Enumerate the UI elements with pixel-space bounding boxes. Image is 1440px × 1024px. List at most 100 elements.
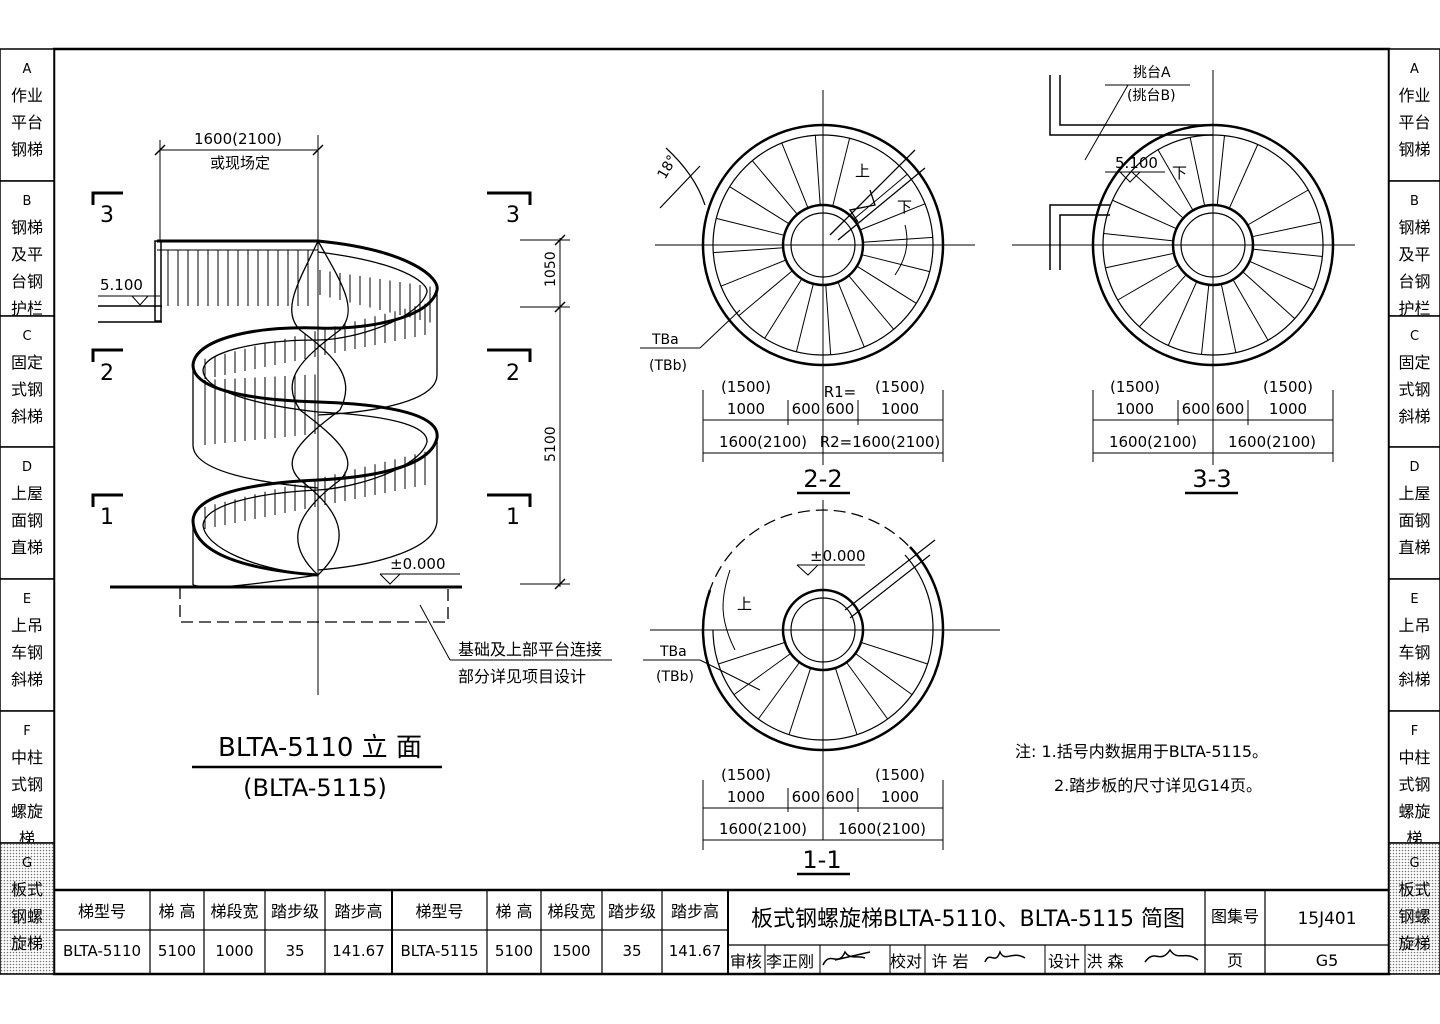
atlas-number: 15J401 (1297, 909, 1356, 929)
side-tab-letter: C (1410, 329, 1419, 344)
table-header-cell: 梯 高 (495, 902, 532, 921)
table-cell: 5100 (495, 942, 533, 960)
side-tab-label: 板式 (11, 880, 43, 899)
svg-text:1600(2100): 1600(2100) (1109, 433, 1197, 451)
side-tab-label: 作业 (1398, 86, 1430, 105)
side-tab-label: 及平 (1398, 245, 1430, 264)
helix-stair (191, 239, 439, 588)
table-cell: 141.67 (332, 942, 385, 960)
svg-text:(1500): (1500) (1263, 378, 1313, 396)
side-tab-label: 直梯 (1398, 538, 1430, 557)
plan11-level: ±0.000 (810, 547, 866, 565)
side-tab-label: 车钢 (11, 643, 43, 662)
svg-text:(1500): (1500) (875, 378, 925, 396)
svg-text:1600(2100): 1600(2100) (719, 433, 807, 451)
table-header-cell: 踏步高 (671, 902, 719, 921)
section-mark-2-right: 2 (487, 348, 532, 386)
side-tab-letter: D (1409, 460, 1419, 475)
plan33-down: 下 (1172, 164, 1187, 182)
side-tab-label: 钢梯 (11, 218, 43, 237)
side-tab-letter: B (23, 194, 32, 209)
signature-check (984, 950, 1026, 963)
foundation-note-2: 部分详见项目设计 (458, 667, 586, 686)
side-tab-label: 旋梯 (11, 934, 43, 953)
svg-text:1: 1 (506, 505, 520, 530)
section-mark-1-left: 1 (91, 493, 123, 530)
plan11-label: 1-1 (802, 846, 841, 874)
table-header-cell: 梯段宽 (210, 902, 258, 921)
side-tab-label: 护栏 (1398, 299, 1430, 318)
svg-text:3: 3 (506, 203, 520, 228)
table-header-cell: 梯段宽 (547, 902, 595, 921)
svg-text:1600(2100): 1600(2100) (1228, 433, 1316, 451)
signature-review (822, 950, 871, 966)
svg-text:(1500): (1500) (721, 766, 771, 784)
plan33-platform-a: 挑台A (1133, 65, 1171, 81)
design-name: 洪 森 (1086, 952, 1123, 971)
side-tab-label: 式钢 (1398, 775, 1430, 794)
svg-text:R2=1600(2100): R2=1600(2100) (820, 433, 941, 451)
atlas-label: 图集号 (1211, 907, 1259, 926)
table-cell: 1000 (215, 942, 253, 960)
plan33-level: 5.100 (1115, 154, 1158, 172)
side-tab-letter: B (1410, 194, 1419, 209)
table-header-cell: 梯型号 (415, 902, 463, 921)
signature-design (1144, 948, 1199, 963)
elevation-title: BLTA-5110 立 面 (218, 733, 422, 763)
plan22-down: 下 (897, 198, 912, 216)
table-cell: 5100 (158, 942, 196, 960)
review-label: 审核 (730, 952, 762, 971)
side-tab-label: 钢梯 (11, 140, 43, 159)
side-tab-label: 台钢 (11, 272, 43, 291)
svg-text:1000: 1000 (881, 400, 919, 418)
side-tab-label: 斜梯 (11, 670, 43, 689)
side-tab-letter: C (22, 329, 31, 344)
svg-text:1600(2100): 1600(2100) (719, 820, 807, 838)
top-railing (154, 239, 318, 322)
svg-text:1000: 1000 (1269, 400, 1307, 418)
side-tab-label: 上屋 (11, 484, 43, 503)
plan33-label: 3-3 (1192, 465, 1231, 493)
elevation-subtitle: (BLTA-5115) (243, 774, 387, 802)
plan22-up: 上 (855, 162, 870, 180)
side-tab-letter: F (1411, 724, 1418, 739)
table-header-cell: 踏步高 (334, 902, 382, 921)
page-label: 页 (1227, 951, 1243, 970)
side-tab-letter: E (1410, 592, 1418, 607)
side-tab-label: 作业 (11, 86, 43, 105)
dim-5100: 5100 (543, 426, 559, 462)
plan11-tba: TBa (659, 644, 687, 660)
svg-text:R1=: R1= (824, 383, 857, 401)
elevation-view: 1600(2100) 或现场定 3 3 2 2 1 1 (91, 130, 612, 802)
plan-3-3: 挑台A (挑台B) 5.100 下 (1500) 1000 600 600 (1… (1012, 65, 1355, 495)
page-number: G5 (1316, 951, 1339, 970)
side-tabs-right: A作业平台钢梯B钢梯及平台钢护栏C固定式钢斜梯D上屋面钢直梯E上吊车钢斜梯F中柱… (1388, 48, 1440, 975)
svg-text:600: 600 (826, 400, 855, 418)
svg-text:1000: 1000 (1116, 400, 1154, 418)
side-tab-label: 台钢 (1398, 272, 1430, 291)
note-1: 注: 1.括号内数据用于BLTA-5115。 (1015, 742, 1268, 761)
side-tab-label: 面钢 (11, 511, 43, 530)
plan22-tba: TBa (651, 332, 679, 348)
side-tab-label: 旋梯 (1398, 934, 1430, 953)
svg-text:3: 3 (100, 203, 114, 228)
svg-text:1000: 1000 (881, 788, 919, 806)
side-tab-letter: F (23, 724, 30, 739)
side-tab-label: 平台 (1398, 113, 1430, 132)
